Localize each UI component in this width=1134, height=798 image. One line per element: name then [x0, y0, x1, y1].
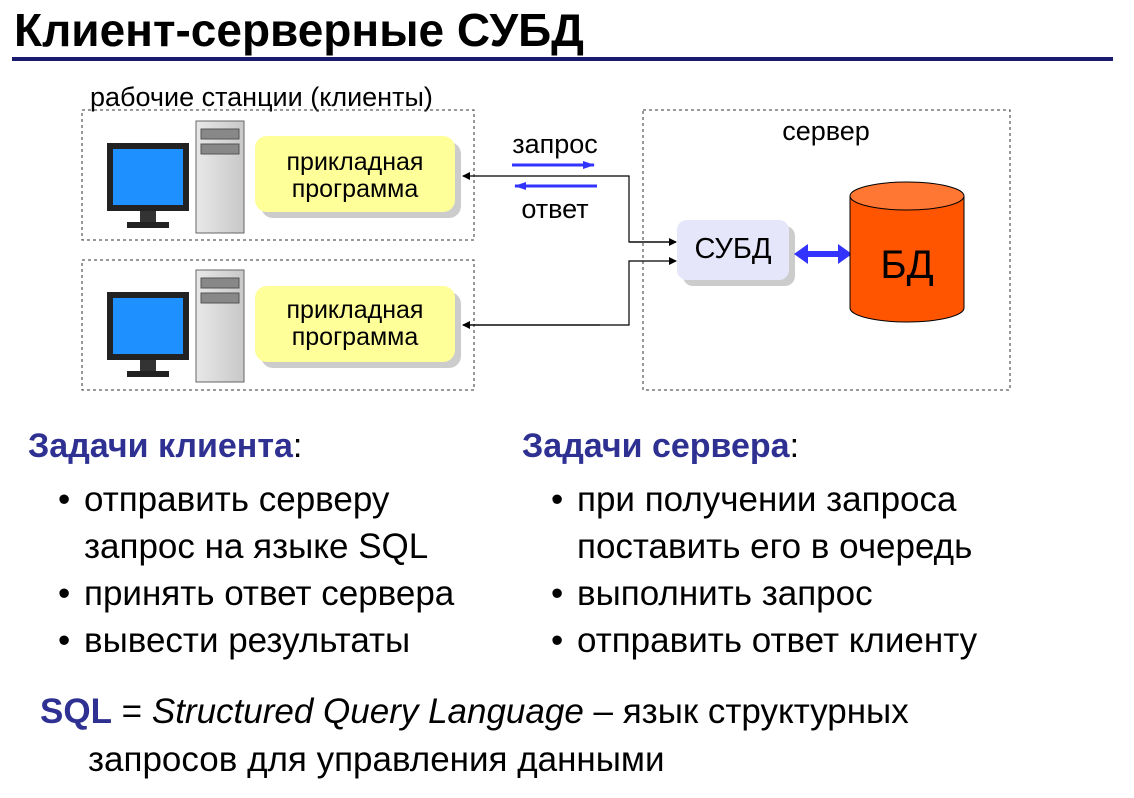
bidirectional-arrow-icon	[794, 244, 852, 264]
list-item-text: выполнить запрос	[577, 574, 873, 613]
list-item-text: поставить его в очередь	[577, 527, 973, 566]
server-label: сервер	[782, 116, 870, 146]
heading-colon: :	[292, 427, 303, 465]
db-label: БД	[880, 243, 933, 287]
database-cylinder-icon	[849, 181, 965, 323]
server-frame	[642, 109, 1011, 391]
list-item: отправить ответ клиенту	[547, 617, 1087, 664]
sql-description-line2: запросов для управления данными	[88, 740, 665, 779]
app-label-line2: программа	[292, 175, 419, 203]
list-item-text: запрос на языке SQL	[84, 527, 429, 566]
list-item-text: при получении запроса	[577, 480, 957, 519]
app-label-line2: программа	[292, 323, 419, 351]
sql-definition: SQL = Structured Query Language – язык с…	[40, 688, 1120, 784]
sql-description: – язык структурных	[583, 692, 909, 731]
client-workstation-2: прикладная программа	[81, 259, 475, 391]
page-title: Клиент-серверные СУБД	[14, 4, 584, 56]
sql-equals: =	[111, 692, 152, 731]
title-underline	[12, 57, 1113, 61]
server-tasks-heading: Задачи сервера:	[522, 426, 799, 466]
request-label: запрос	[512, 129, 598, 159]
app-label-line1: прикладная	[287, 296, 424, 324]
computer-tower-icon	[195, 269, 245, 383]
dbms-label: СУБД	[694, 233, 771, 265]
sql-expansion: Structured Query Language	[151, 692, 584, 731]
dbms-box	[677, 220, 789, 280]
computer-tower-icon	[195, 120, 245, 234]
server-tasks-list: при получении запроса поставить его в оч…	[547, 476, 1087, 664]
client-tasks-heading-text: Задачи клиента	[28, 427, 293, 465]
client-tasks-list: отправить серверу запрос на языке SQL пр…	[54, 476, 514, 664]
client-server-diagram: рабочие станции (клиенты) прикладная про…	[81, 82, 1011, 391]
list-item: при получении запроса поставить его в оч…	[547, 476, 1087, 570]
list-item: принять ответ сервера	[54, 570, 514, 617]
response-label: ответ	[521, 194, 588, 224]
list-item-text: вывести результаты	[84, 621, 411, 660]
client-workstation-1: прикладная программа	[81, 109, 475, 241]
list-item-text: отправить серверу	[84, 480, 390, 519]
application-box	[255, 136, 455, 212]
connector-line-client-2	[463, 257, 677, 326]
clients-label: рабочие станции (клиенты)	[90, 82, 433, 112]
list-item: выполнить запрос	[547, 570, 1087, 617]
monitor-icon	[107, 292, 189, 377]
list-item: отправить серверу запрос на языке SQL	[54, 476, 514, 570]
app-label-line1: прикладная	[287, 148, 424, 176]
application-box	[255, 286, 455, 362]
list-item: вывести результаты	[54, 617, 514, 664]
client-frame	[81, 109, 475, 241]
server-tasks-heading-text: Задачи сервера	[522, 427, 790, 465]
list-item-text: отправить ответ клиенту	[577, 621, 978, 660]
client-tasks-heading: Задачи клиента:	[28, 426, 302, 466]
sql-abbr: SQL	[40, 692, 112, 731]
heading-colon: :	[789, 427, 800, 465]
monitor-icon	[107, 143, 189, 228]
list-item-text: принять ответ сервера	[84, 574, 455, 613]
